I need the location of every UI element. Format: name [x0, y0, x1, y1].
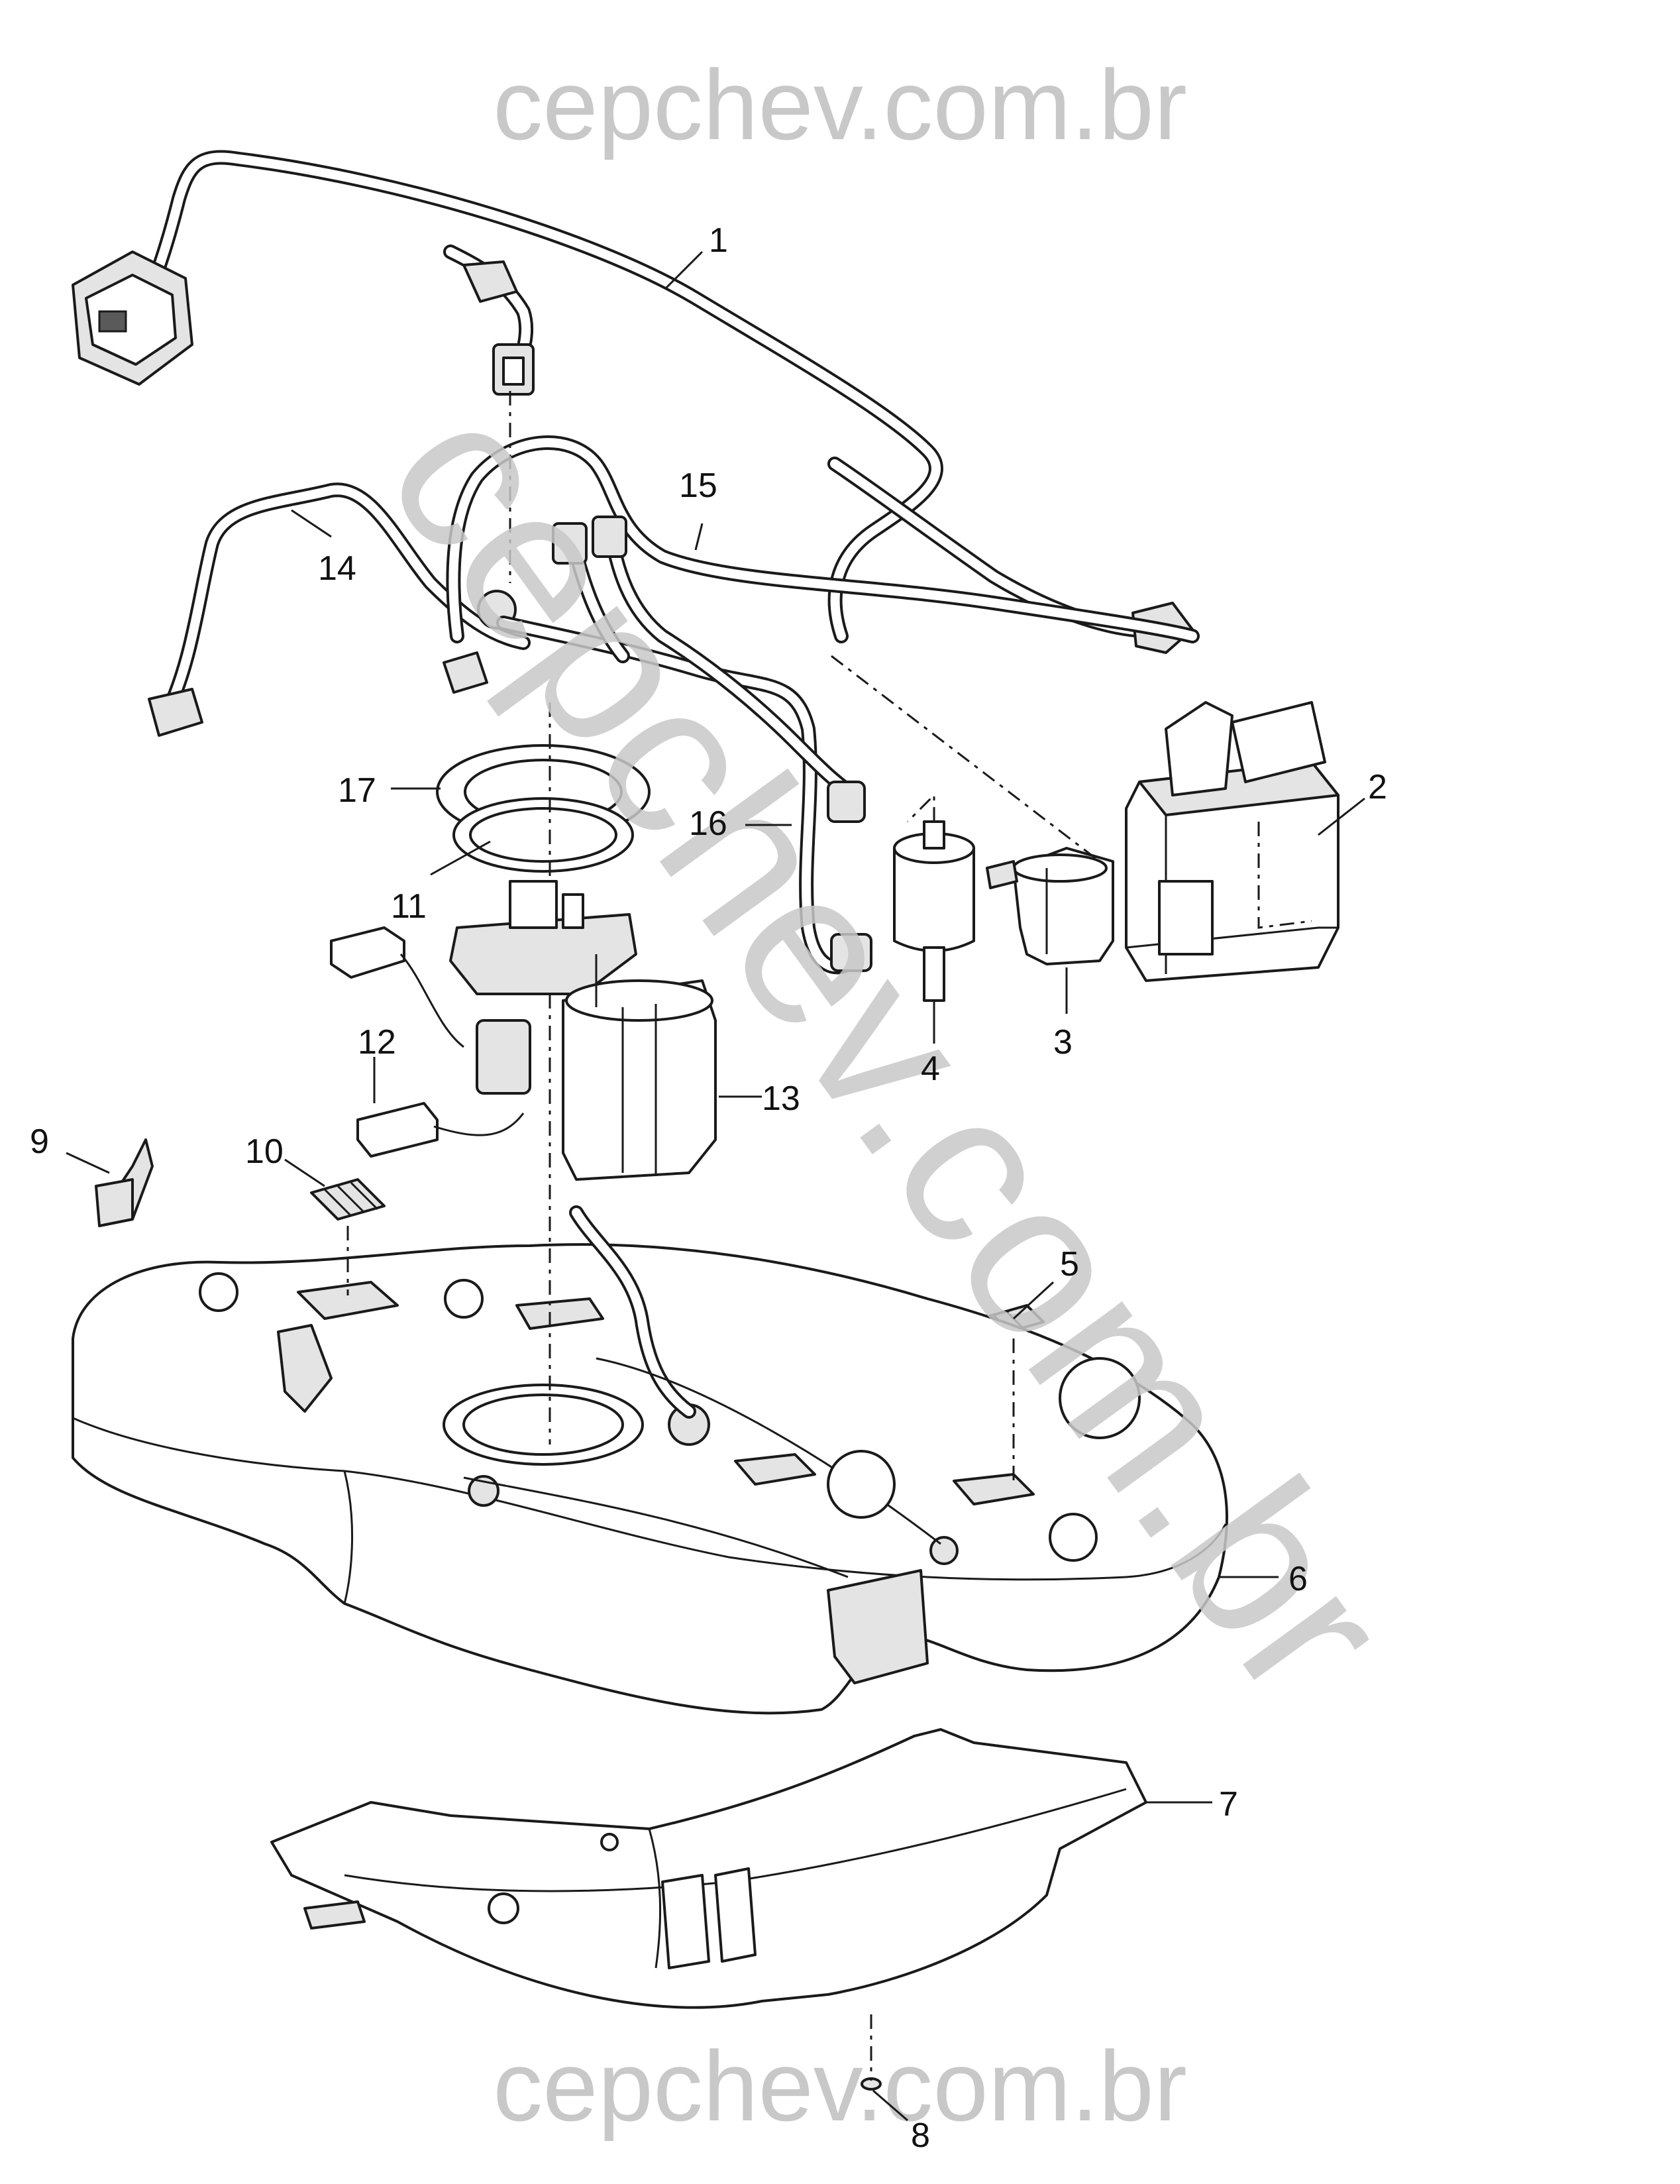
- part-3-canister-bracket: [986, 847, 1114, 965]
- callout-1: 1: [709, 221, 728, 260]
- part-11-pump-seal: [452, 797, 634, 873]
- callout-8: 8: [911, 2116, 930, 2155]
- callout-16: 16: [689, 804, 727, 843]
- part-10-pad: [310, 1178, 386, 1221]
- callout-11: 11: [391, 887, 427, 926]
- callout-3: 3: [1053, 1023, 1073, 1062]
- callout-5: 5: [1060, 1245, 1079, 1283]
- callout-7: 7: [1219, 1785, 1238, 1824]
- callout-4: 4: [921, 1050, 940, 1088]
- callout-6: 6: [1288, 1560, 1308, 1598]
- assembly-alignment-lines: [346, 391, 1100, 2081]
- part-16-fuel-feed-line: [496, 516, 872, 975]
- callout-17: 17: [338, 771, 376, 810]
- callout-13: 13: [762, 1079, 800, 1118]
- part-13-fuel-pump-module: [449, 880, 717, 1181]
- part-6-fuel-tank: [72, 1205, 1228, 1715]
- watermark-bottom: cepchev.com.br: [493, 2030, 1187, 2142]
- part-9-clip: [95, 1138, 154, 1227]
- callout-9: 9: [30, 1122, 49, 1161]
- callout-12: 12: [358, 1023, 396, 1062]
- part-12-fuel-level-sensor: [330, 926, 531, 1158]
- part-4-fuel-filter: [893, 820, 975, 1002]
- watermark-top: cepchev.com.br: [493, 49, 1187, 160]
- part-1-wiring-harness: [72, 150, 1194, 654]
- callout-2: 2: [1368, 768, 1387, 806]
- callouts: 1 2 3 4 5 6 7 8 9 10 11 12 13 14 15 16 1: [30, 221, 1387, 2155]
- part-7-heat-shield: [270, 1728, 1147, 2009]
- callout-10: 10: [245, 1132, 284, 1171]
- callout-15: 15: [679, 466, 717, 505]
- part-2-evap-canister: [1125, 701, 1339, 982]
- callout-14: 14: [318, 549, 356, 588]
